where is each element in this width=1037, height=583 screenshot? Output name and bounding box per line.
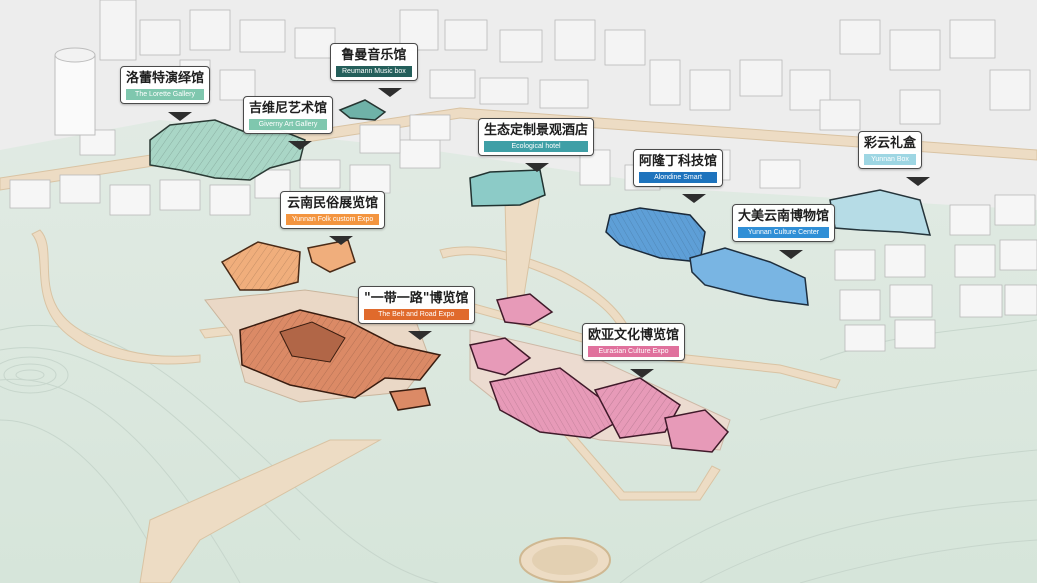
city-backdrop <box>0 0 1037 210</box>
label-en: Alondine Smart <box>639 172 718 183</box>
label-en: Yunnan Box <box>864 154 917 165</box>
label-ecological-hotel: 生态定制景观酒店 Ecological hotel <box>478 118 595 156</box>
label-yunnan-culture-center: 大美云南博物馆 Yunnan Culture Center <box>732 204 836 242</box>
label-lorette-gallery: 洛蕾特演绎馆 The Lorette Gallery <box>120 66 211 104</box>
yunnan-culture-center-venue <box>689 247 809 306</box>
pointer-eurasian <box>630 369 654 378</box>
label-en: The Lorette Gallery <box>126 89 205 100</box>
yunnan-box-venue <box>829 189 932 236</box>
label-zh: 鲁曼音乐馆 <box>341 48 407 63</box>
label-yunnan-box: 彩云礼盒 Yunnan Box <box>858 131 923 169</box>
pointer-alondine <box>682 194 706 203</box>
reumann-music-venue <box>338 99 387 121</box>
pointer-yunnan-folk <box>329 236 353 245</box>
label-zh: 大美云南博物馆 <box>738 209 830 224</box>
label-zh: "一带一路"博览馆 <box>364 291 469 306</box>
tower <box>54 47 96 136</box>
label-zh: 洛蕾特演绎馆 <box>126 71 205 86</box>
label-zh: 欧亚文化博览馆 <box>588 328 680 343</box>
pointer-lorette <box>168 112 192 121</box>
label-giverny-art: 吉维尼艺术馆 Giverny Art Gallery <box>243 96 334 134</box>
label-eurasian-culture: 欧亚文化博览馆 Eurasian Culture Expo <box>582 323 686 361</box>
label-en: Reumann Music box <box>336 66 412 77</box>
pointer-ecological <box>525 163 549 172</box>
label-en: Yunnan Folk custom Expo <box>286 214 380 225</box>
label-alondine-smart: 阿隆丁科技馆 Alondine Smart <box>633 149 724 187</box>
label-en: Ecological hotel <box>484 141 589 152</box>
label-zh: 云南民俗展览馆 <box>287 196 379 211</box>
label-zh: 生态定制景观酒店 <box>484 123 589 138</box>
pointer-belt-and-road <box>408 331 432 340</box>
label-en: Yunnan Culture Center <box>738 227 830 238</box>
label-belt-and-road: "一带一路"博览馆 The Belt and Road Expo <box>358 286 475 324</box>
label-zh: 吉维尼艺术馆 <box>249 101 328 116</box>
label-yunnan-folk: 云南民俗展览馆 Yunnan Folk custom Expo <box>280 191 386 229</box>
pointer-giverny <box>288 141 312 150</box>
pointer-yunnan-box <box>906 177 930 186</box>
pointer-yunnan-culture <box>779 250 803 259</box>
eurasian-culture-venue <box>469 293 731 453</box>
label-en: Giverny Art Gallery <box>249 119 328 130</box>
label-en: Eurasian Culture Expo <box>588 346 680 357</box>
label-zh: 阿隆丁科技馆 <box>639 154 718 169</box>
label-zh: 彩云礼盒 <box>864 136 917 151</box>
pointer-reumann <box>378 88 402 97</box>
ecological-hotel-venue <box>469 169 546 207</box>
label-reumann-music: 鲁曼音乐馆 Reumann Music box <box>330 43 418 81</box>
label-en: The Belt and Road Expo <box>364 309 469 320</box>
